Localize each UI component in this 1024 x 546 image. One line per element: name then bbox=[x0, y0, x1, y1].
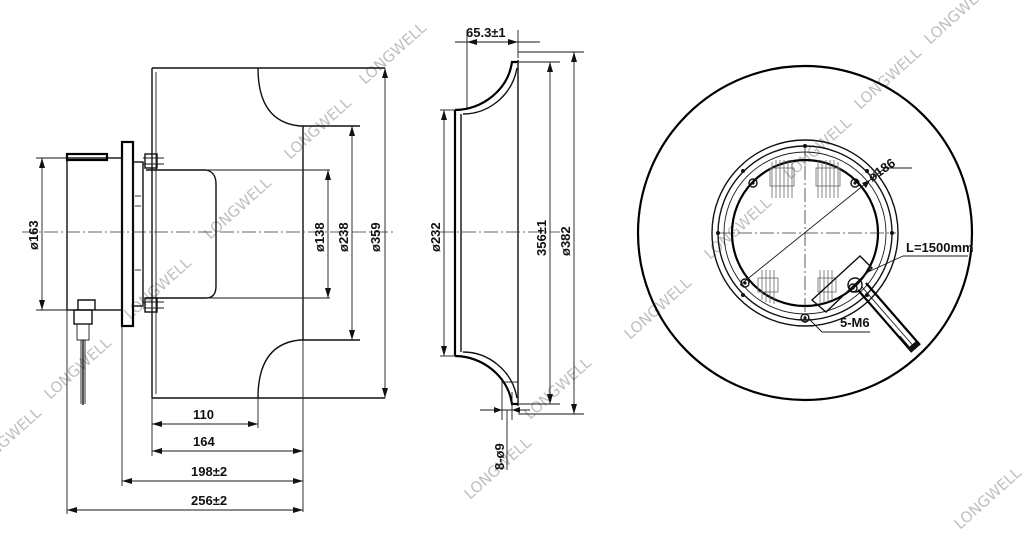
dim-l164: 164 bbox=[193, 434, 215, 449]
watermark-text: LONGWELL bbox=[921, 0, 996, 48]
dim-l110: 110 bbox=[193, 407, 214, 422]
watermark-text: LONGWELL bbox=[41, 333, 116, 403]
dim-holes: 8-ø9 bbox=[492, 443, 507, 470]
dim-d238: ø238 bbox=[336, 222, 351, 252]
watermark-text: LONGWELL bbox=[0, 403, 45, 473]
dim-d232: ø232 bbox=[428, 222, 443, 252]
section-view: 65.3±1 ø232 356±1 ø382 8-ø9 bbox=[428, 25, 584, 470]
front-view: ø186 L=1500mm 5-M6 bbox=[636, 64, 974, 402]
dim-w653: 65.3±1 bbox=[466, 25, 506, 40]
watermark-text: LONGWELL bbox=[121, 253, 196, 323]
dim-d359: ø359 bbox=[368, 222, 383, 252]
watermark-text: LONGWELL bbox=[281, 93, 356, 163]
dim-d382: ø382 bbox=[558, 226, 573, 256]
dim-d138: ø138 bbox=[312, 222, 327, 252]
dim-d356: 356±1 bbox=[534, 220, 549, 256]
watermark-text: LONGWELL bbox=[621, 273, 696, 343]
cooling-fins-top bbox=[769, 160, 841, 198]
side-view: ø163 ø138 ø238 ø359 110 164 bbox=[22, 67, 395, 514]
watermark-text: LONGWELL bbox=[951, 463, 1024, 533]
cooling-fins-bottom bbox=[757, 270, 837, 304]
dim-d163: ø163 bbox=[26, 220, 41, 250]
dim-l198: 198±2 bbox=[191, 464, 227, 479]
ring-holes bbox=[716, 144, 894, 297]
dim-l256: 256±2 bbox=[191, 493, 227, 508]
watermark-text: LONGWELL bbox=[356, 18, 431, 88]
label-cable: L=1500mm bbox=[906, 240, 974, 255]
label-screws: 5-M6 bbox=[840, 315, 870, 330]
watermark-text: LONGWELL bbox=[521, 353, 596, 423]
watermark-text: LONGWELL bbox=[851, 43, 926, 113]
watermark-text: LONGWELL bbox=[201, 173, 276, 243]
